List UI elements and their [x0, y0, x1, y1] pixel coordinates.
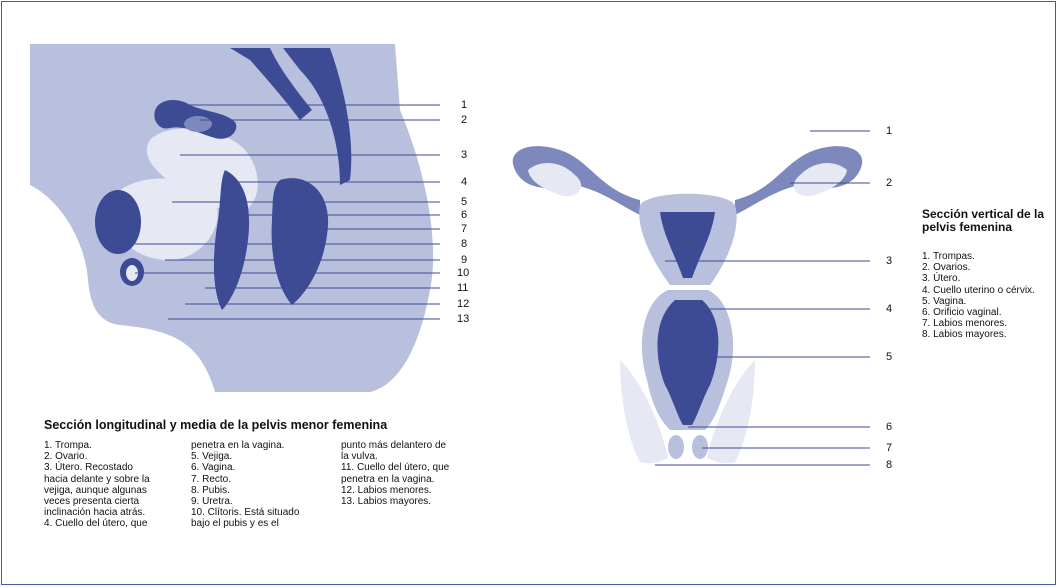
legend-line: 4. Cuello del útero, que: [44, 518, 150, 529]
label-left-8: 8: [461, 238, 467, 250]
legend-line: penetra en la vagina.: [341, 474, 449, 485]
legend-line: 1. Trompas.: [922, 251, 1035, 262]
legend-line: 8. Pubis.: [191, 485, 299, 496]
legend-line: vejiga, aunque algunas: [44, 485, 150, 496]
legend-line: 5. Vagina.: [922, 296, 1035, 307]
label-left-2: 2: [461, 114, 467, 126]
label-left-7: 7: [461, 223, 467, 235]
label-left-13: 13: [457, 313, 469, 325]
label-left-9: 9: [461, 254, 467, 266]
legend-line: 1. Trompa.: [44, 440, 150, 451]
legend-line: 3. Útero. Recostado: [44, 462, 150, 473]
left-legend-col-2: penetra en la vagina. 5. Vejiga. 6. Vagi…: [191, 440, 299, 530]
legend-line: 6. Vagina.: [191, 462, 299, 473]
legend-line: punto más delantero de: [341, 440, 449, 451]
label-right-5: 5: [886, 351, 892, 363]
left-caption-title: Sección longitudinal y media de la pelvi…: [44, 418, 387, 432]
legend-line: 2. Ovario.: [44, 451, 150, 462]
left-legend-col-1: 1. Trompa. 2. Ovario. 3. Útero. Recostad…: [44, 440, 150, 530]
legend-line: inclinación hacia atrás.: [44, 507, 150, 518]
label-right-2: 2: [886, 177, 892, 189]
legend-line: 5. Vejiga.: [191, 451, 299, 462]
label-left-6: 6: [461, 209, 467, 221]
legend-line: 7. Recto.: [191, 474, 299, 485]
label-right-7: 7: [886, 442, 892, 454]
legend-line: 10. Clítoris. Está situado: [191, 507, 299, 518]
label-right-4: 4: [886, 303, 892, 315]
label-left-5: 5: [461, 196, 467, 208]
left-legend-col-3: punto más delantero de la vulva. 11. Cue…: [341, 440, 449, 507]
legend-line: bajo el pubis y es el: [191, 518, 299, 529]
legend-line: veces presenta cierta: [44, 496, 150, 507]
label-right-6: 6: [886, 421, 892, 433]
label-left-10: 10: [457, 267, 469, 279]
legend-line: 2. Ovarios.: [922, 262, 1035, 273]
legend-line: hacia delante y sobre la: [44, 474, 150, 485]
legend-line: 11. Cuello del útero, que: [341, 462, 449, 473]
right-legend: 1. Trompas. 2. Ovarios. 3. Útero. 4. Cue…: [922, 251, 1035, 341]
legend-line: la vulva.: [341, 451, 449, 462]
label-left-1: 1: [461, 99, 467, 111]
label-left-11: 11: [457, 282, 468, 294]
label-right-8: 8: [886, 459, 892, 471]
legend-line: 8. Labios mayores.: [922, 329, 1035, 340]
legend-line: 12. Labios menores.: [341, 485, 449, 496]
legend-line: penetra en la vagina.: [191, 440, 299, 451]
right-title-line-2: pelvis femenina: [922, 221, 1044, 234]
right-caption-title: Sección vertical de la pelvis femenina: [922, 208, 1044, 234]
label-left-4: 4: [461, 176, 467, 188]
label-left-3: 3: [461, 149, 467, 161]
legend-line: 9. Uretra.: [191, 496, 299, 507]
ovary-shape: [184, 116, 212, 132]
pubis-shape: [95, 190, 141, 254]
label-right-3: 3: [886, 255, 892, 267]
legend-line: 3. Útero.: [922, 273, 1035, 284]
legend-line: 7. Labios menores.: [922, 318, 1035, 329]
legend-line: 6. Orificio vaginal.: [922, 307, 1035, 318]
legend-line: 13. Labios mayores.: [341, 496, 449, 507]
legend-line: 4. Cuello uterino o cérvix.: [922, 285, 1035, 296]
label-right-1: 1: [886, 125, 892, 137]
label-left-12: 12: [457, 298, 469, 310]
